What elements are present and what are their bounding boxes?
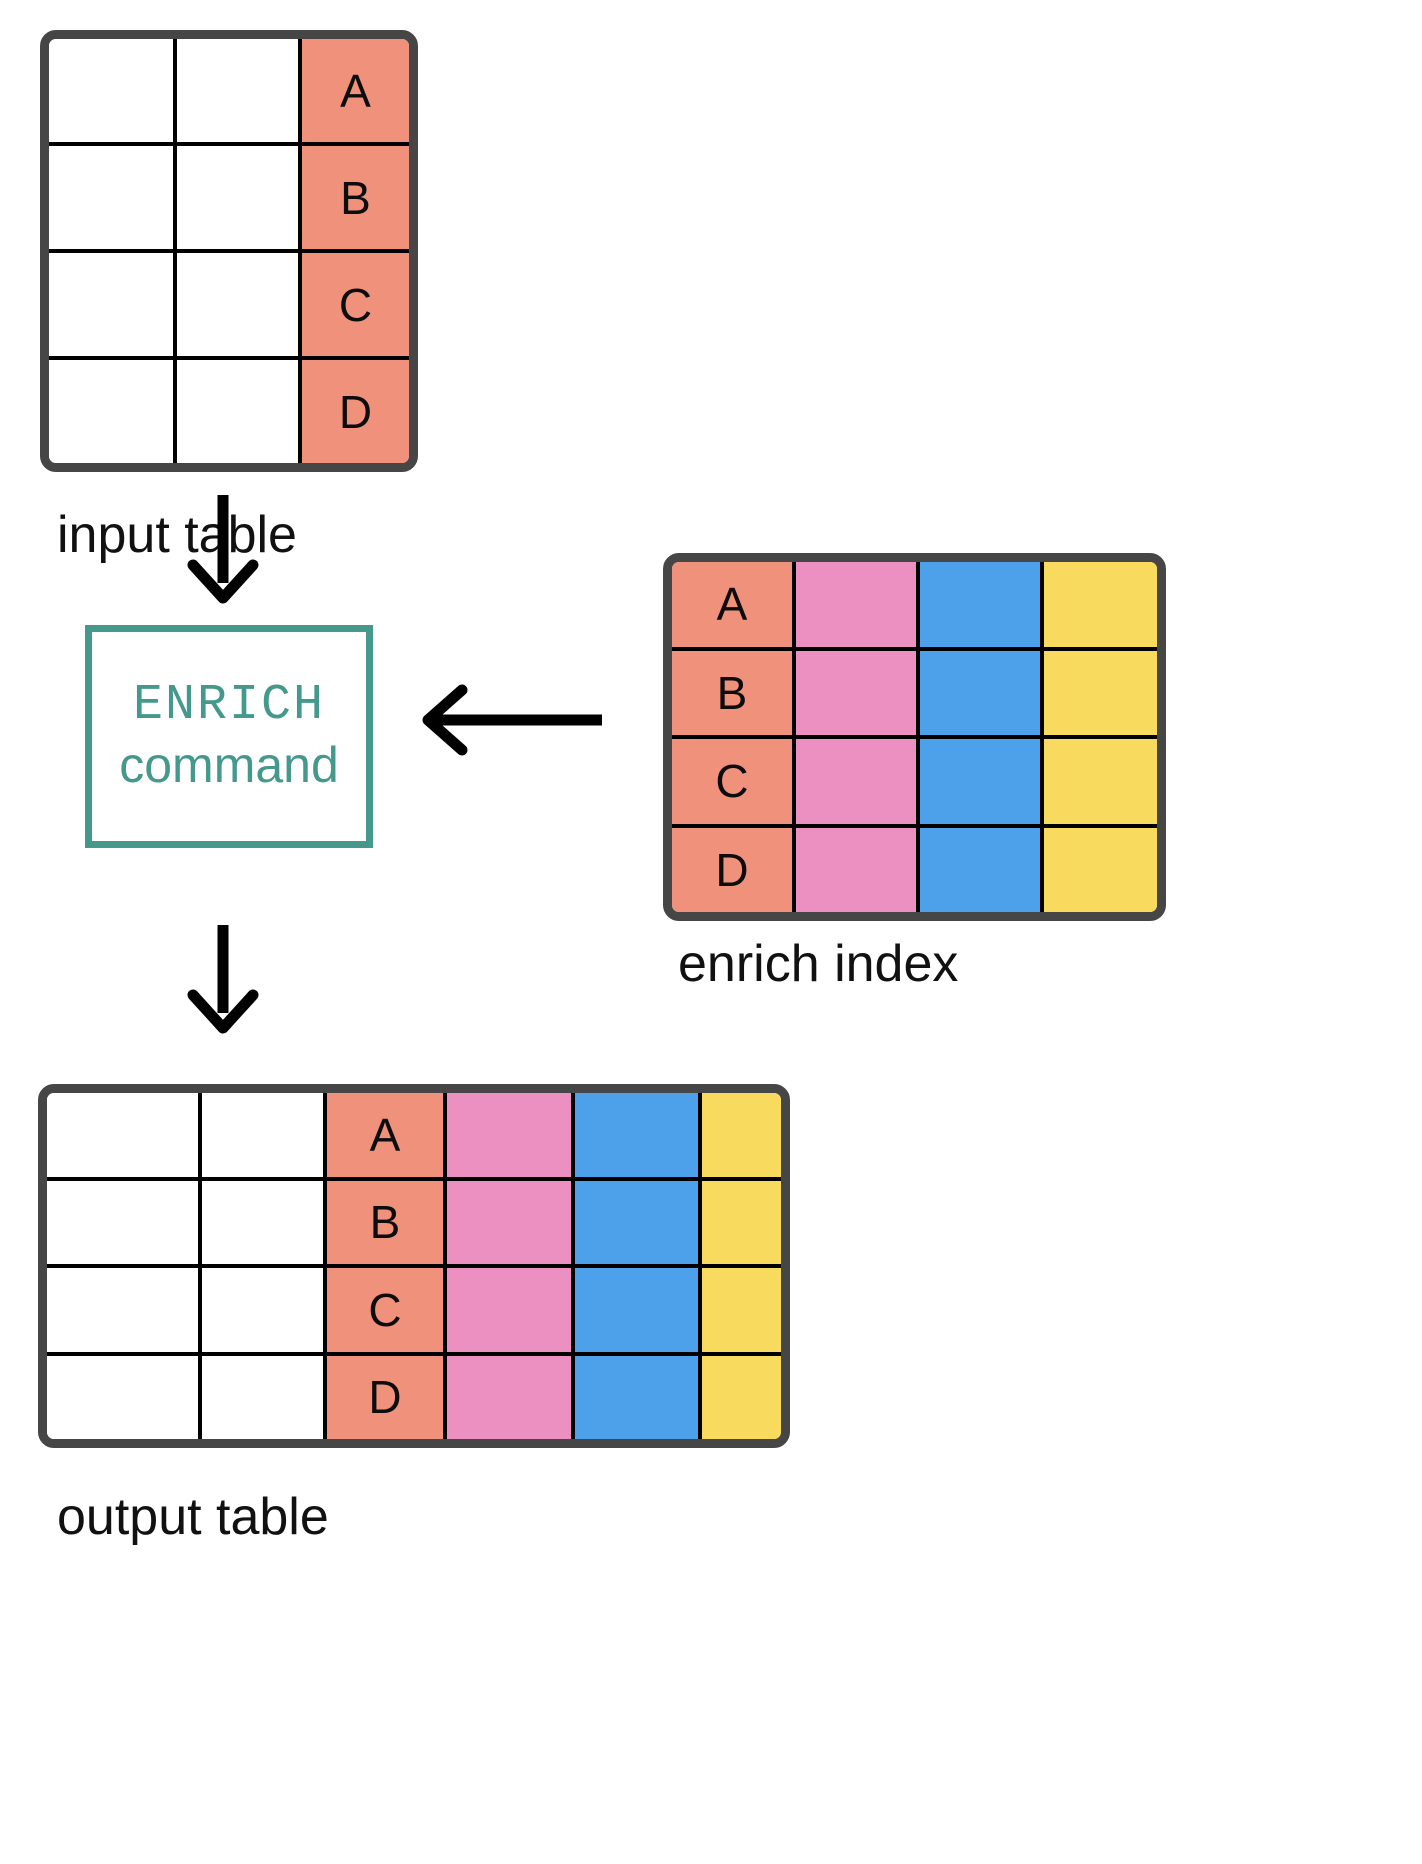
enrich-index-table: A B C D [663,553,1166,921]
input-cell-r2c3: B [302,146,409,249]
table-row: A [47,1093,781,1181]
output-cell-r2c6 [702,1180,781,1264]
input-cell-r4c3: D [302,360,409,463]
output-cell-r3c1 [47,1268,202,1352]
index-cell-r2c4 [1044,650,1157,735]
output-cell-r4c2 [202,1355,327,1439]
input-cell-r1c1 [49,39,177,142]
enrich-command-box[interactable]: ENRICH command [85,625,373,848]
enrich-command-label: command [119,737,339,793]
index-cell-r3c4 [1044,739,1157,824]
arrow-input-to-command [187,495,259,604]
output-cell-r3c3: C [327,1268,447,1352]
index-cell-r2c1: B [672,650,796,735]
input-table: A B C D [40,30,418,472]
output-table: A B C D [38,1084,790,1448]
output-cell-r3c6 [702,1268,781,1352]
output-cell-r1c3: A [327,1093,447,1177]
table-row: C [47,1268,781,1356]
input-cell-r2c2 [177,146,302,249]
index-cell-r1c4 [1044,562,1157,647]
input-cell-r3c1 [49,253,177,356]
table-row: D [672,827,1157,912]
table-row: D [49,360,409,463]
output-cell-r2c3: B [327,1180,447,1264]
table-row: C [49,253,409,360]
arrow-command-to-output [187,925,259,1034]
input-cell-r4c2 [177,360,302,463]
output-cell-r1c5 [575,1093,702,1177]
table-row: B [49,146,409,253]
index-cell-r2c2 [796,650,920,735]
output-cell-r3c2 [202,1268,327,1352]
table-row: B [47,1180,781,1268]
index-cell-r4c4 [1044,827,1157,912]
index-cell-r3c3 [920,739,1044,824]
input-cell-r1c2 [177,39,302,142]
enrich-command-keyword: ENRICH [132,676,326,734]
output-cell-r2c4 [447,1180,575,1264]
index-cell-r4c2 [796,827,920,912]
index-cell-r1c3 [920,562,1044,647]
input-cell-r1c3: A [302,39,409,142]
index-cell-r4c1: D [672,827,796,912]
table-row: A [49,39,409,146]
output-cell-r1c4 [447,1093,575,1177]
output-cell-r1c6 [702,1093,781,1177]
index-cell-r4c3 [920,827,1044,912]
output-cell-r4c3: D [327,1355,447,1439]
index-cell-r2c3 [920,650,1044,735]
table-row: A [672,562,1157,651]
input-cell-r2c1 [49,146,177,249]
index-cell-r3c1: C [672,739,796,824]
output-cell-r3c4 [447,1268,575,1352]
table-row: D [47,1355,781,1439]
output-cell-r1c2 [202,1093,327,1177]
output-cell-r2c1 [47,1180,202,1264]
table-row: B [672,650,1157,739]
input-table-caption: input table [57,506,297,564]
table-row: C [672,739,1157,828]
index-cell-r1c2 [796,562,920,647]
output-cell-r2c2 [202,1180,327,1264]
output-cell-r2c5 [575,1180,702,1264]
output-cell-r4c1 [47,1355,202,1439]
input-cell-r3c2 [177,253,302,356]
input-cell-r4c1 [49,360,177,463]
output-cell-r4c5 [575,1355,702,1439]
arrow-index-to-command [422,684,602,756]
output-cell-r3c5 [575,1268,702,1352]
output-cell-r4c6 [702,1355,781,1439]
index-cell-r3c2 [796,739,920,824]
output-cell-r4c4 [447,1355,575,1439]
output-table-caption: output table [57,1488,329,1546]
enrich-index-caption: enrich index [678,935,959,993]
input-cell-r3c3: C [302,253,409,356]
output-cell-r1c1 [47,1093,202,1177]
index-cell-r1c1: A [672,562,796,647]
